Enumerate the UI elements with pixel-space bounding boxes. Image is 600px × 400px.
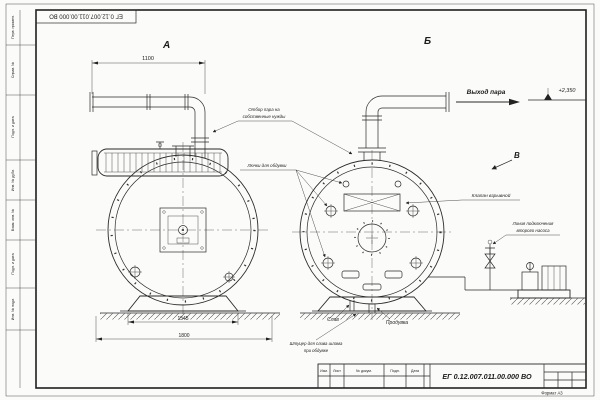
pump-line-label1: Линия подключения [512, 221, 554, 226]
hatches-label: Лючки для обдувки [247, 163, 287, 168]
side-label: Взам. инв. № [11, 209, 15, 231]
frame-side-labels: Перв. примен. Справ. № Подп. и дата Инв.… [11, 15, 15, 320]
title-block: Изм. Лист № докум. Подп. Дата ЕГ 0.12.00… [317, 363, 587, 396]
side-label: Перв. примен. [11, 15, 15, 39]
stamp-col-list: Лист [333, 369, 341, 373]
doc-code: ЕГ 0.12.007.011.00.000 ВО [442, 372, 532, 381]
pump-line-label2: второго насоса [516, 228, 550, 233]
stamp-col-sign: Подп. [390, 369, 400, 373]
format-label: Формат А3 [541, 391, 563, 396]
dim-overall: 1800 [178, 333, 189, 339]
sheet-frame [5, 3, 595, 397]
view-a-front [89, 92, 280, 322]
stamp-col-doc: № докум. [356, 369, 372, 373]
dim-1100: 1100 [142, 56, 154, 62]
view-a-label: А [162, 40, 170, 51]
own-needs-line1: Отбор пара на [248, 107, 280, 112]
view-b-front [292, 92, 460, 320]
view-b-label: Б [424, 36, 431, 47]
view-a-dimensions: 1100 1545 1800 А [91, 40, 273, 342]
steam-out-label: Выход пара [467, 88, 506, 96]
sludge-label1: Штуцер для слива шлама [290, 341, 343, 346]
dim-support: 1545 [177, 316, 188, 322]
explosion-valve-label: Клапан взрывной [472, 192, 511, 199]
inverted-code-box: ЕГ 0.12.007.011.00.000 ВО [35, 9, 137, 24]
pump-assembly [428, 239, 586, 305]
blowdown-label: Продувка [386, 320, 408, 326]
side-label: Справ. № [11, 62, 15, 78]
inverted-doc-code: ЕГ 0.12.007.011.00.000 ВО [49, 13, 123, 19]
view-b-callouts: Б Выход пара +2,350 В [424, 36, 586, 170]
elevation-mark: +2,350 [559, 88, 577, 94]
view-v-label: В [514, 151, 520, 160]
stamp-col-izm: Изм. [320, 369, 328, 373]
annotations: Отбор пара на собственные нужды Лючки дл… [212, 107, 560, 353]
stamp-col-date: Дата [411, 369, 419, 373]
own-needs-line2: собственные нужды [243, 114, 286, 119]
sludge-label2: при обдувке [304, 348, 329, 353]
side-label: Подп. и дата [11, 116, 15, 137]
side-label: Инв. № дубл. [11, 169, 15, 191]
drain-label: Слив [327, 317, 339, 323]
side-label: Инв. № подл. [11, 298, 15, 320]
side-label: Подп. и дата [11, 253, 15, 274]
